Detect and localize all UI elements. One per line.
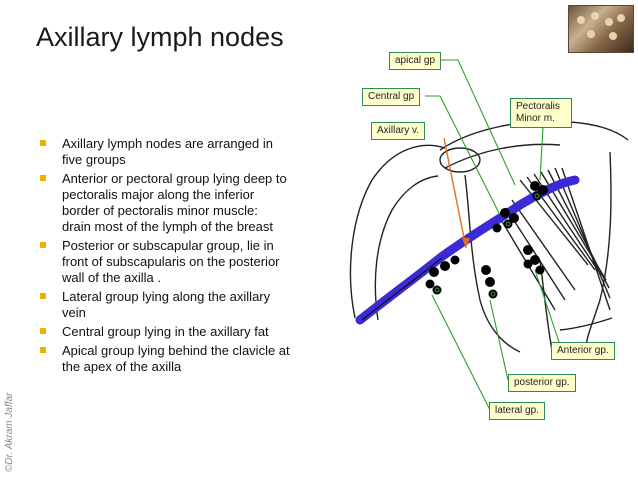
leader-lines <box>425 59 562 411</box>
label-lateral-group: lateral gp. <box>489 402 545 420</box>
label-pectoralis-minor: Pectoralis Minor m. <box>510 98 572 128</box>
label-posterior-group: posterior gp. <box>508 374 576 392</box>
bullet-icon <box>40 242 46 248</box>
bullet-icon <box>40 140 46 146</box>
label-anterior-group: Anterior gp. <box>551 342 615 360</box>
bullet-icon <box>40 347 46 353</box>
label-axillary-vein: Axillary v. <box>371 122 426 140</box>
anatomy-lesson-thumbnail <box>568 5 634 53</box>
bullet-icon <box>40 328 46 334</box>
list-item: Posterior or subscapular group, lie in f… <box>40 238 290 286</box>
bullet-icon <box>40 293 46 299</box>
bullet-list: Axillary lymph nodes are arranged in fiv… <box>40 136 290 378</box>
list-item: Axillary lymph nodes are arranged in fiv… <box>40 136 290 168</box>
page-title: Axillary lymph nodes <box>36 22 284 52</box>
list-item: Anterior or pectoral group lying deep to… <box>40 171 290 235</box>
list-item: Apical group lying behind the clavicle a… <box>40 343 290 375</box>
label-central-group: Central gp <box>362 88 421 106</box>
axillary-vein-pointer <box>443 137 467 249</box>
list-item: Lateral group lying along the axillary v… <box>40 289 290 321</box>
lymph-nodes <box>425 181 548 299</box>
list-item: Central group lying in the axillary fat <box>40 324 290 340</box>
anatomy-outline <box>349 120 629 356</box>
label-apical-group: apical gp <box>389 52 442 70</box>
bullet-icon <box>40 175 46 181</box>
